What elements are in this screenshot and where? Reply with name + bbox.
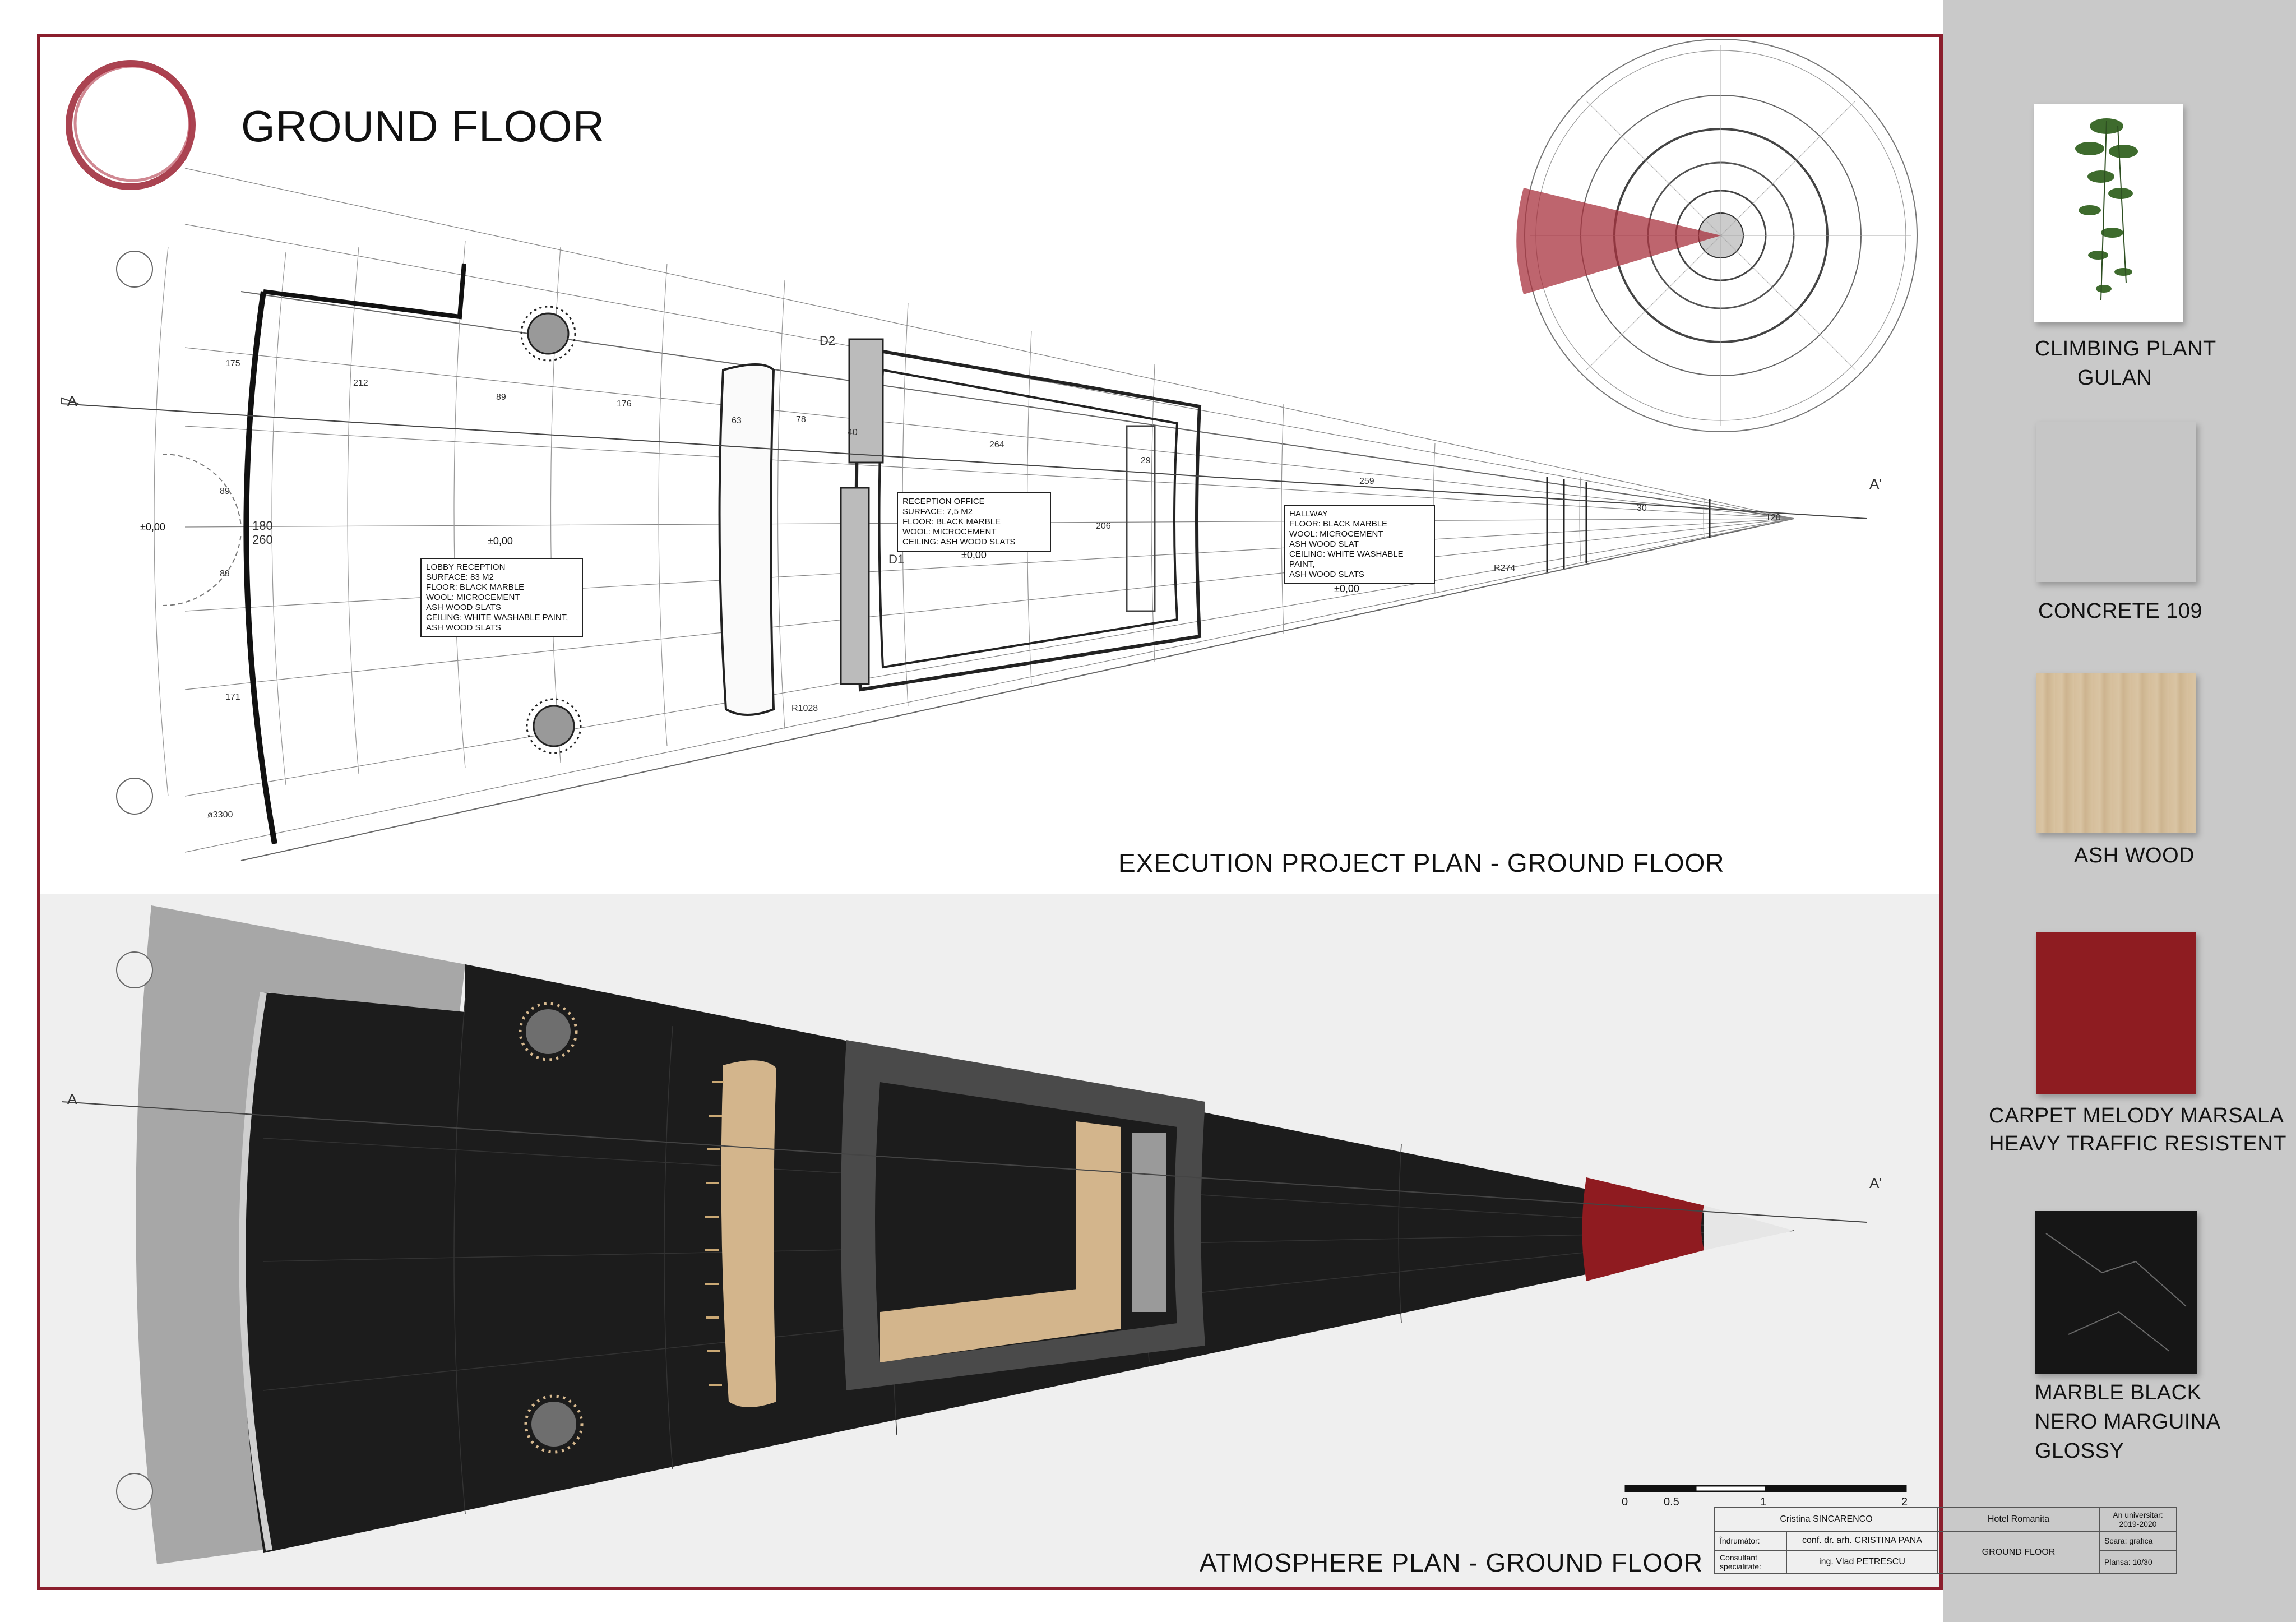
- scale-tick: 1: [1760, 1496, 1767, 1508]
- carpet-swatch-icon: [2036, 932, 2196, 1094]
- dimension-label: 260: [252, 533, 273, 547]
- dimension-label: R274: [1494, 563, 1516, 573]
- material-name: NERO MARGUINA: [2035, 1410, 2221, 1434]
- door-tag: D2: [820, 334, 836, 348]
- dimension-label: 78: [796, 415, 806, 424]
- material-name: CONCRETE 109: [2038, 599, 2203, 623]
- author-name: Cristina SINCARENCO: [1714, 1507, 1938, 1532]
- dimension-label: 89: [220, 569, 230, 579]
- dimension-label: 40: [848, 428, 858, 437]
- dimension-label: 175: [225, 359, 240, 368]
- academic-year: An universitar: 2019-2020: [2099, 1507, 2177, 1532]
- material-name: CLIMBING PLANT: [2035, 337, 2216, 361]
- plate-cell: Plansa: 10/30: [2099, 1550, 2177, 1574]
- level-marker: ±0,00: [140, 521, 165, 533]
- lobby-room-label: LOBBY RECEPTION SURFACE: 83 M2 FLOOR: BL…: [420, 558, 583, 637]
- reception-room-label: RECEPTION OFFICE SURFACE: 7,5 M2 FLOOR: …: [897, 492, 1051, 552]
- title-block: Cristina SINCARENCO Hotel Romanita An un…: [1714, 1507, 2177, 1574]
- key-plan: [1516, 39, 1918, 432]
- section-marker: A': [1869, 1175, 1882, 1191]
- consultant-name: ing. Vlad PETRESCU: [1786, 1550, 1938, 1574]
- material-name: ASH WOOD: [2074, 844, 2195, 867]
- atmosphere-plan-caption: ATMOSPHERE PLAN - GROUND FLOOR: [1200, 1548, 1704, 1577]
- hallway-room-label: HALLWAY FLOOR: BLACK MARBLE WOOL: MICROC…: [1284, 505, 1435, 584]
- tutor-label: Îndrumător:: [1714, 1531, 1787, 1551]
- scale-tick: 0.5: [1664, 1496, 1679, 1508]
- dimension-label: 120: [1766, 513, 1781, 523]
- dimension-label: 89: [220, 487, 230, 496]
- column-icon: [519, 1002, 584, 1454]
- concrete-swatch-icon: [2036, 422, 2196, 582]
- tutor-name: conf. dr. arh. CRISTINA PANA: [1786, 1531, 1938, 1551]
- project-name: Hotel Romanita: [1937, 1507, 2100, 1532]
- section-marker: A: [67, 392, 77, 409]
- scale-tick: 2: [1901, 1496, 1908, 1508]
- scale-tick: 0: [1622, 1496, 1628, 1508]
- grid-axis-marker-icon: [116, 951, 153, 1510]
- material-name: HEAVY TRAFFIC RESISTENT: [1989, 1132, 2286, 1156]
- academic-year-value: 2019-2020: [2119, 1519, 2157, 1528]
- scale-label: Scara:: [2104, 1536, 2127, 1545]
- section-marker: A: [67, 1090, 77, 1107]
- dimension-label: 30: [1637, 503, 1647, 513]
- sheet-name: GROUND FLOOR: [1937, 1531, 2100, 1574]
- atmosphere-plan: [61, 905, 1867, 1564]
- execution-plan-caption: EXECUTION PROJECT PLAN - GROUND FLOOR: [1118, 848, 1725, 877]
- dimension-label: 176: [617, 399, 632, 409]
- dimension-label: 29: [1141, 456, 1151, 465]
- level-marker: ±0,00: [1334, 583, 1359, 594]
- material-name: GLOSSY: [2035, 1439, 2124, 1463]
- dimension-label: 259: [1359, 477, 1374, 486]
- plate-value: 10/30: [2132, 1558, 2152, 1566]
- dimension-label: 63: [732, 416, 742, 426]
- level-marker: ±0,00: [961, 549, 987, 561]
- column-icon: [520, 306, 582, 754]
- dimension-label: 212: [353, 378, 368, 388]
- page-title: GROUND FLOOR: [241, 101, 605, 151]
- sheet-frame: [37, 34, 1943, 1590]
- academic-year-label: An universitar:: [2113, 1510, 2163, 1519]
- consultant-label: Consultant specialitate:: [1714, 1550, 1787, 1574]
- highlight-sector: [1516, 188, 1721, 294]
- dimension-label: 89: [496, 392, 506, 402]
- material-name: MARBLE BLACK: [2035, 1381, 2202, 1404]
- scale-value: grafica: [2129, 1536, 2153, 1545]
- plate-label: Plansa:: [2104, 1558, 2131, 1566]
- ash-wood-swatch-icon: [2036, 673, 2196, 833]
- dimension-label: 264: [989, 440, 1004, 450]
- door-tag: D1: [888, 552, 905, 566]
- grid-axis-marker-icon: [116, 251, 153, 815]
- dimension-label: R1028: [791, 704, 818, 713]
- marble-swatch-icon: [2035, 1211, 2197, 1374]
- dimension-label: ø3300: [207, 810, 233, 820]
- material-name: GULAN: [2077, 366, 2152, 390]
- dimension-label: 171: [225, 692, 240, 702]
- scale-bar: [1624, 1485, 1907, 1492]
- dimension-label: 206: [1096, 521, 1111, 531]
- logo-ring-icon: [66, 60, 196, 190]
- material-name: CARPET MELODY MARSALA: [1989, 1104, 2284, 1127]
- section-marker: A': [1869, 475, 1882, 492]
- climbing-plant-swatch-icon: [2034, 104, 2183, 322]
- dimension-label: 180: [252, 519, 273, 533]
- level-marker: ±0,00: [488, 535, 513, 547]
- scale-cell: Scara: grafica: [2099, 1531, 2177, 1551]
